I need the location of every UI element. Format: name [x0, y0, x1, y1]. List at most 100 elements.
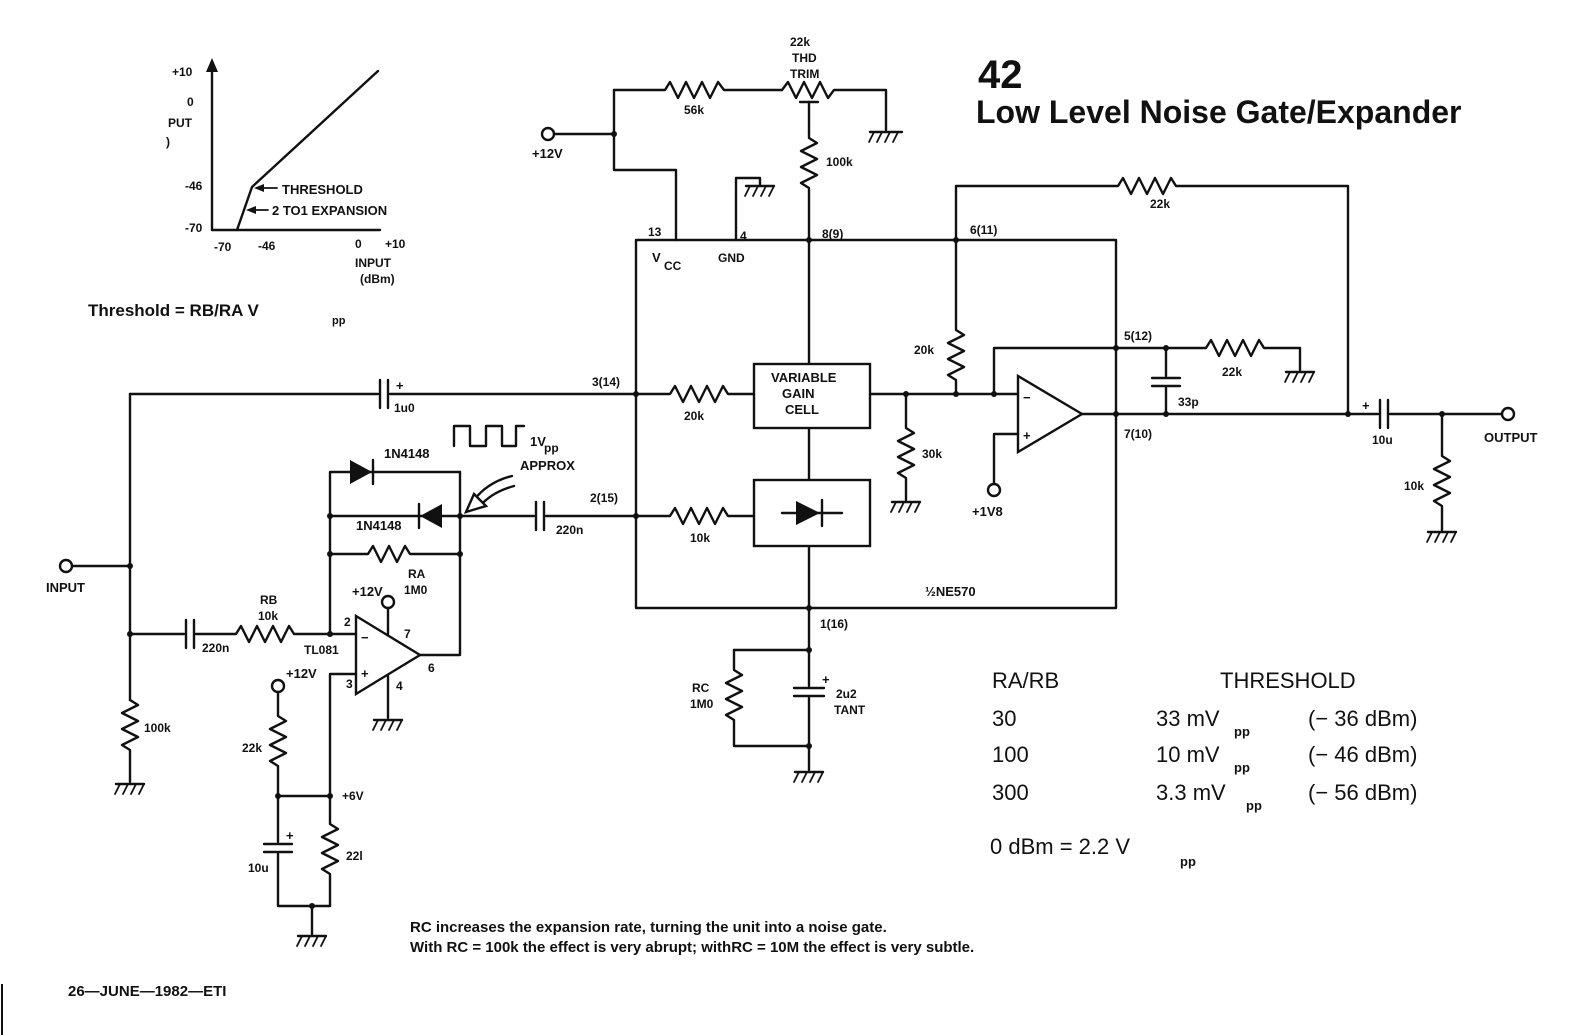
- thd-label: 22k: [790, 35, 810, 49]
- x-tick: -46: [258, 239, 276, 253]
- vgc-label: GAIN: [782, 386, 815, 401]
- v1v8-label: +1V8: [972, 504, 1003, 519]
- ra-label: 1M0: [404, 583, 428, 597]
- c2u2-label: 2u2: [836, 687, 857, 701]
- page-footer: 26—JUNE—1982—ETI: [68, 983, 226, 1000]
- resistor-20k-h: [634, 384, 756, 404]
- pin6-label: 6(11): [970, 223, 997, 237]
- input-label: INPUT: [46, 580, 85, 595]
- resistor-100k-top: [799, 130, 819, 242]
- dbm-reference-sub: pp: [1180, 854, 1196, 869]
- ground-symbol: [744, 184, 776, 197]
- v12-bias-terminal: [270, 678, 286, 694]
- variable-gain-cell: [752, 362, 872, 430]
- rb-label: RB: [260, 593, 278, 607]
- r22k-right-label: 22k: [1222, 365, 1242, 379]
- tl081-opamp: [354, 613, 423, 697]
- svg-text:+: +: [361, 666, 369, 681]
- vcc-sub: CC: [664, 259, 682, 273]
- table-cell-sub: pp: [1234, 760, 1250, 775]
- x-axis-label: INPUT: [355, 256, 392, 270]
- y-axis-label: ): [166, 135, 170, 149]
- vgc-label: CELL: [785, 402, 819, 417]
- thd-label: THD: [792, 51, 817, 65]
- table-cell: 3.3 mV: [1156, 780, 1226, 805]
- y-tick: 0: [187, 95, 194, 109]
- page-title: Low Level Noise Gate/Expander: [976, 94, 1461, 130]
- r100k-left-label: 100k: [144, 721, 171, 735]
- op-pin6: 6: [428, 661, 435, 675]
- y-tick: -70: [185, 221, 203, 235]
- table-cell: 33 mV: [1156, 706, 1220, 731]
- v12-op-terminal: [380, 594, 396, 610]
- ground-symbol: [372, 718, 404, 731]
- resistor-ra: [328, 544, 462, 564]
- svg-text:+: +: [1362, 398, 1370, 413]
- expansion-annotation: 2 TO1 EXPANSION: [272, 203, 387, 218]
- table-cell: 100: [992, 742, 1029, 767]
- r22k-fb-label: 22k: [1150, 197, 1170, 211]
- ground-symbol: [1426, 530, 1458, 543]
- v6-label: +6V: [342, 789, 364, 803]
- square-wave-icon: [452, 424, 526, 448]
- output-terminal: [1500, 406, 1516, 422]
- threshold-annotation: THRESHOLD: [282, 182, 363, 197]
- svg-text:+: +: [822, 672, 830, 687]
- rectifier-diode-icon: [796, 501, 820, 525]
- svg-text:−: −: [361, 630, 369, 645]
- pin3-label: 3(14): [592, 375, 620, 389]
- r22k-bias-label: 22k: [242, 741, 262, 755]
- table-cell-sub: pp: [1246, 798, 1262, 813]
- ground-symbol: [868, 130, 904, 143]
- table-cell-sub: pp: [1234, 724, 1250, 739]
- table-header: RA/RB: [992, 668, 1059, 693]
- op-pin2: 2: [344, 615, 351, 629]
- resistor-rb: [194, 624, 332, 644]
- c33p-label: 33p: [1178, 395, 1199, 409]
- c10u-bias-label: 10u: [248, 861, 269, 875]
- op-pin7: 7: [404, 627, 411, 641]
- resistor-100k-left: [120, 698, 140, 784]
- y-axis-arrow: [206, 58, 218, 72]
- vcc-label: V: [652, 250, 661, 265]
- gnd-label: GND: [718, 251, 745, 265]
- table-cell: 300: [992, 780, 1029, 805]
- note-line: With RC = 100k the effect is very abrupt…: [410, 939, 974, 956]
- rc-label: RC: [692, 681, 710, 695]
- d1-label: 1N4148: [384, 446, 430, 461]
- diode-1n4148-bottom: [420, 504, 442, 528]
- x-axis-label: (dBm): [360, 272, 395, 286]
- v12-top-terminal: [540, 126, 556, 142]
- square-amp: 1V: [530, 434, 546, 449]
- op-pin4: 4: [396, 679, 403, 693]
- v12-top-label: +12V: [532, 146, 563, 161]
- x-tick: +10: [385, 237, 406, 251]
- transfer-curve: [235, 69, 380, 232]
- y-tick: -46: [185, 179, 203, 193]
- d2-label: 1N4148: [356, 518, 402, 533]
- vgc-label: VARIABLE: [771, 370, 837, 385]
- r20k-h-label: 20k: [684, 409, 704, 423]
- resistor-30k: [896, 392, 916, 502]
- resistor-22-bias: [320, 794, 340, 908]
- note-line: RC increases the expansion rate, turning…: [410, 919, 887, 936]
- r10k-mid-label: 10k: [690, 531, 710, 545]
- table-cell: (− 36 dBm): [1308, 706, 1417, 731]
- square-amp-sub: pp: [544, 441, 559, 455]
- ground-symbol: [1284, 370, 1316, 383]
- square-approx: APPROX: [520, 458, 575, 473]
- threshold-formula: Threshold = RB/RA V: [88, 301, 259, 320]
- op-pin3: 3: [346, 677, 353, 691]
- resistor-22k-bias: [268, 690, 288, 798]
- r22-bias-label: 22l: [346, 849, 363, 863]
- resistor-22k-feedback: [954, 176, 1350, 416]
- table-cell: (− 56 dBm): [1308, 780, 1417, 805]
- pin2-label: 2(15): [590, 491, 618, 505]
- diode-1n4148-top: [350, 460, 372, 484]
- r30k-label: 30k: [922, 447, 942, 461]
- thd-trim-pot: [780, 80, 888, 132]
- pin5-label: 5(12): [1124, 329, 1152, 343]
- r100k-top-label: 100k: [826, 155, 853, 169]
- svg-text:+: +: [396, 378, 404, 393]
- r56k-label: 56k: [684, 103, 704, 117]
